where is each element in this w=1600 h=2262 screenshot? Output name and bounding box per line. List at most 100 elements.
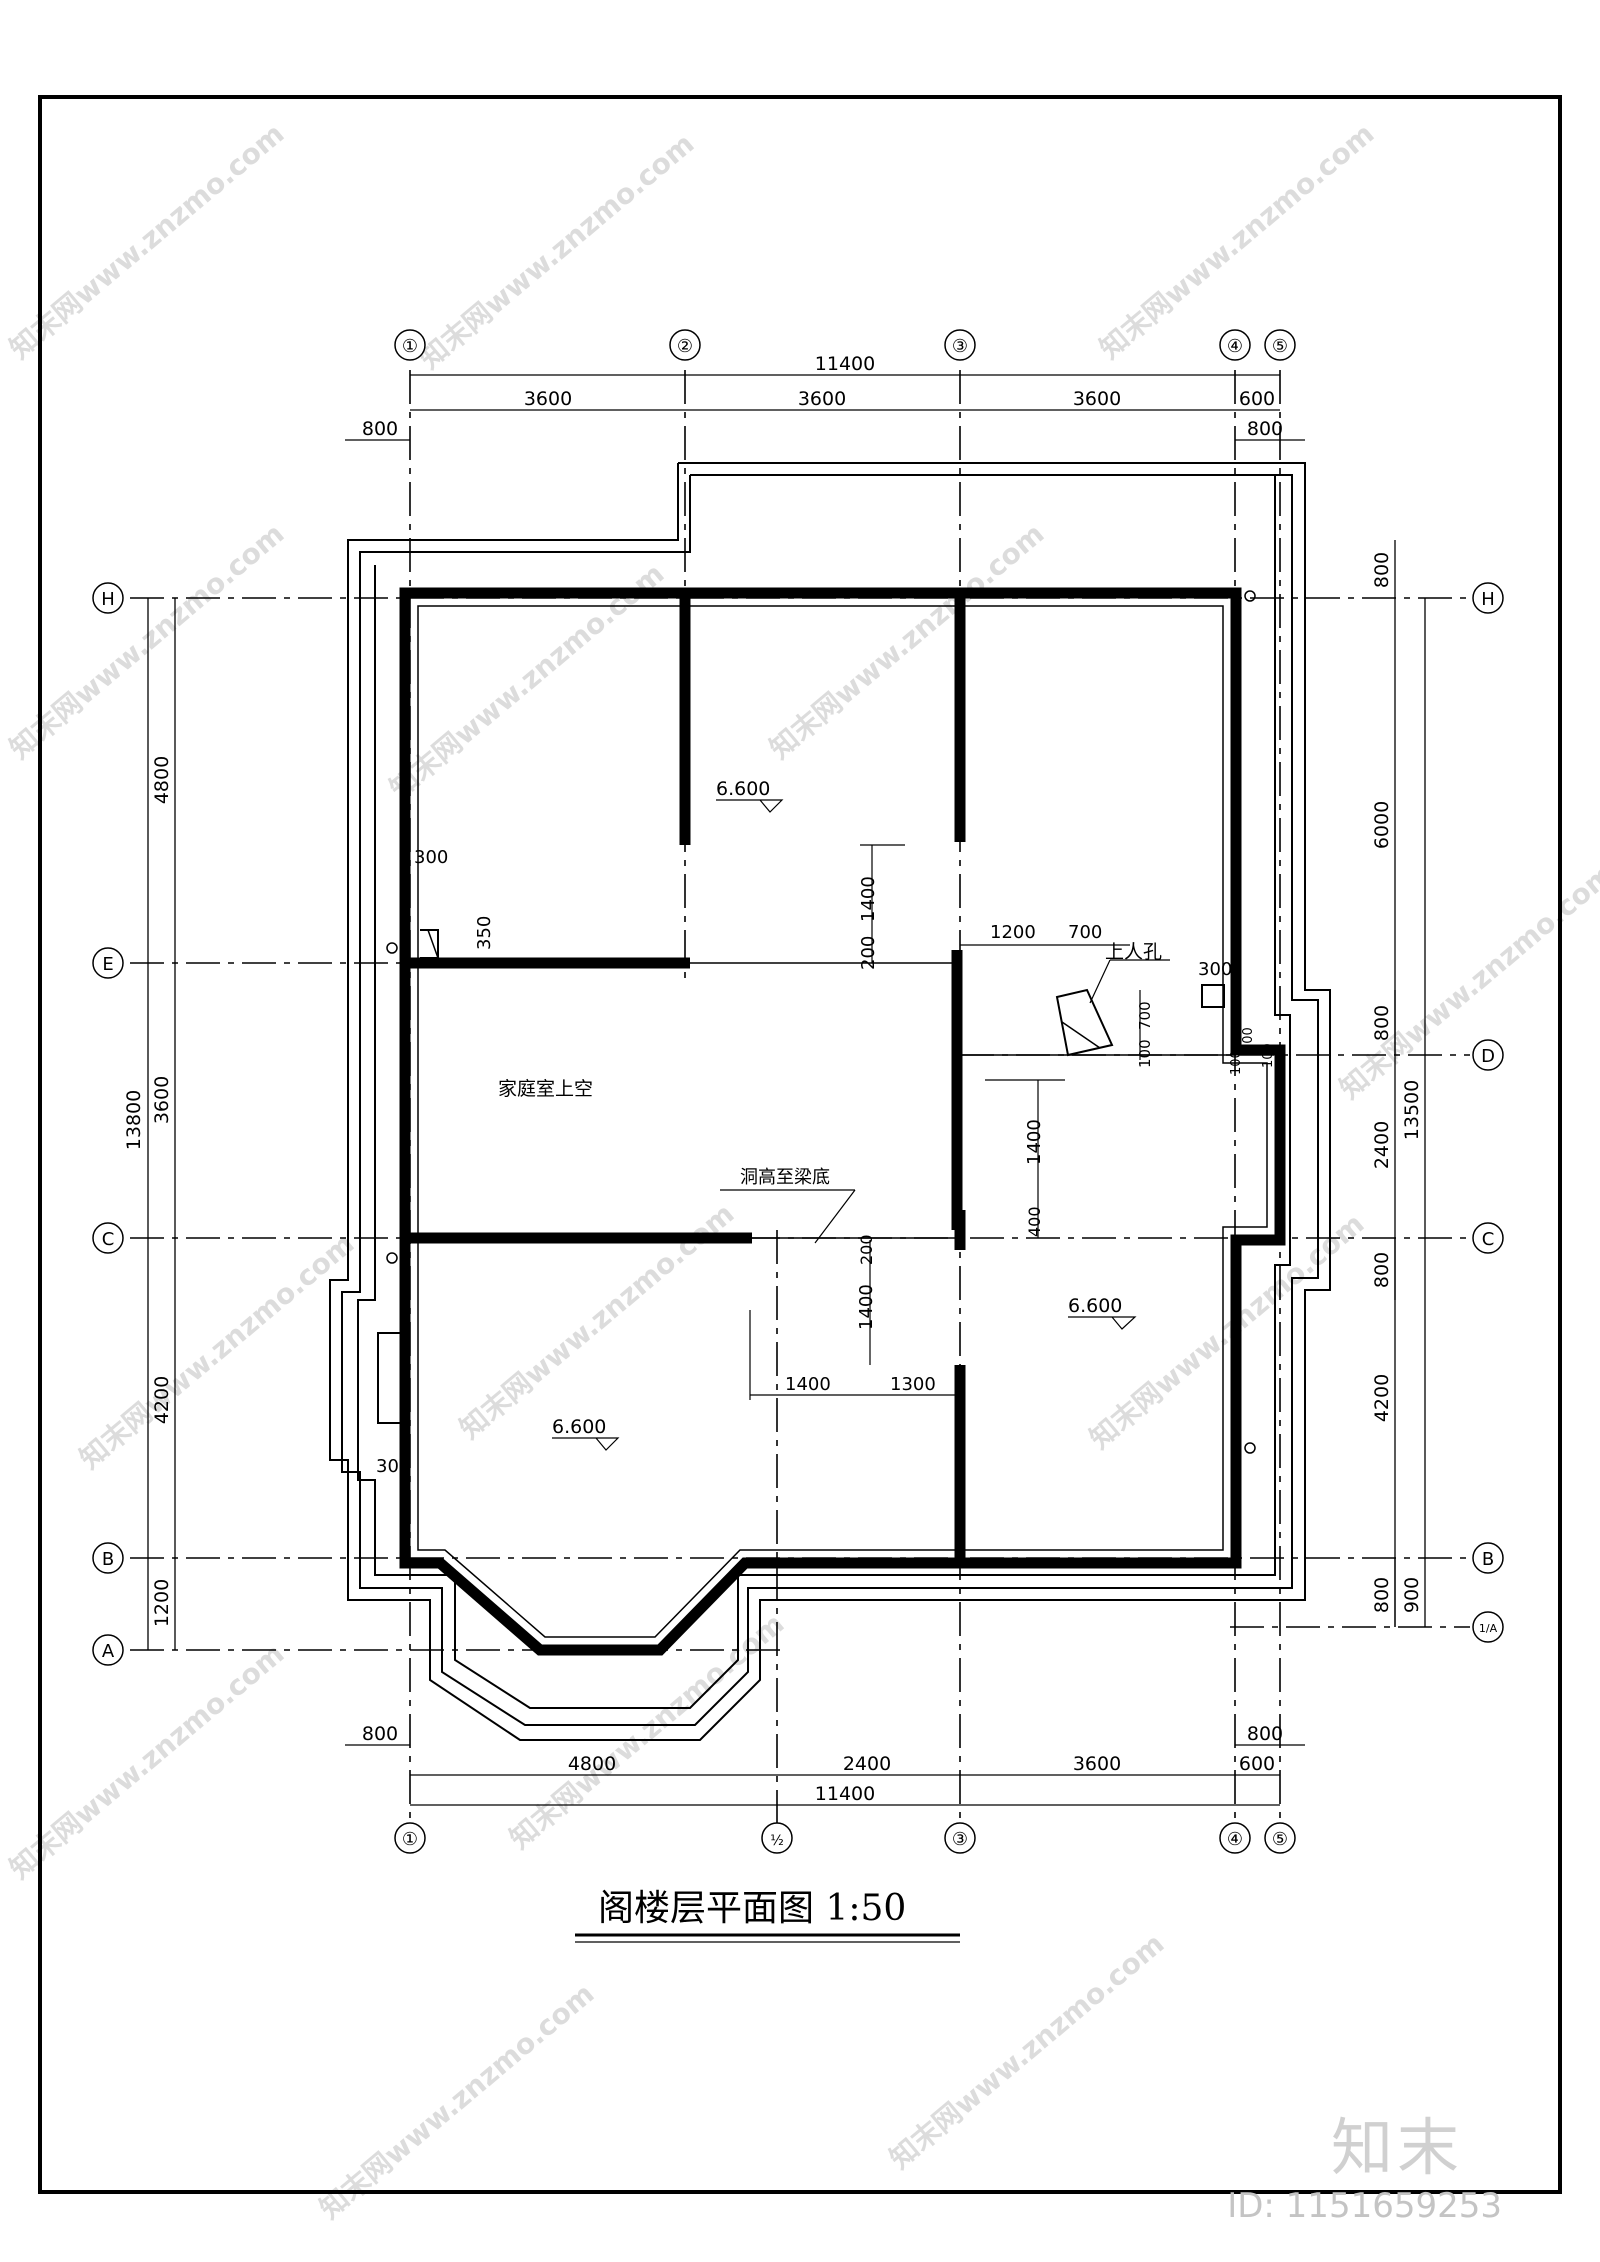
drawing-title-block: 阁楼层平面图 1:50	[575, 1888, 960, 1943]
interior-dim: 1400	[856, 1284, 877, 1330]
interior-dim: 200	[857, 1234, 876, 1265]
dim-left-bay: 4200	[151, 1376, 173, 1424]
dim-left-total: 13800	[123, 1090, 145, 1150]
dim-bottom-bay: 2400	[843, 1753, 891, 1775]
eave-outline	[329, 462, 1331, 1741]
elevation-label: 6.600	[552, 1416, 606, 1438]
dim-top-offset: 800	[362, 418, 398, 440]
interior-dim: 500	[1241, 1027, 1256, 1052]
dim-right-bay: 900	[1401, 1577, 1423, 1613]
interior-dim: 700	[1068, 922, 1102, 943]
watermark-text: 知末网www.znzmo.com	[883, 1927, 1170, 2175]
axis-label-bottom: ½	[770, 1833, 784, 1849]
dimension-texts: 11400 3600 3600 3600 600 800 800 800 800…	[123, 353, 1423, 1805]
interior-dim: 100	[1261, 1043, 1276, 1068]
elevation-label: 6.600	[716, 778, 770, 800]
dim-right-offset: 800	[1371, 1005, 1393, 1041]
dim-top-bay: 3600	[524, 388, 572, 410]
axis-label-left: E	[102, 954, 113, 975]
walls	[377, 587, 1286, 1656]
interior-dim: 1300	[890, 1374, 936, 1395]
watermark-text: 知末网www.znzmo.com	[763, 517, 1050, 765]
interior-dim: 700	[1136, 1001, 1154, 1030]
axis-label-top: ④	[1227, 336, 1243, 357]
axis-label-bottom: ⑤	[1272, 1829, 1288, 1850]
dim-right-bay: 6000	[1371, 801, 1393, 849]
attic-hatch	[1055, 959, 1170, 1057]
elevation-markers: 6.600 6.600 6.600	[552, 778, 1137, 1451]
interior-dim: 200	[858, 936, 879, 970]
dim-bottom-bay: 600	[1239, 1753, 1275, 1775]
axis-label-bottom: ④	[1227, 1829, 1243, 1850]
dim-bottom-bay: 4800	[568, 1753, 616, 1775]
interior-dim: 400	[1025, 1206, 1044, 1237]
watermark-text: 知末网www.znzmo.com	[313, 1977, 600, 2225]
axis-label-bottom: ①	[402, 1829, 418, 1850]
brand-logo: 知末	[1330, 2111, 1463, 2184]
dim-left-bay: 1200	[151, 1579, 173, 1627]
dim-right-offset: 800	[1371, 1252, 1393, 1288]
axis-label-top: ①	[402, 336, 418, 357]
axis-label-right: H	[1481, 589, 1495, 610]
watermark-text: 知末网www.znzmo.com	[3, 1637, 290, 1885]
watermark-text: 知末网www.znzmo.com	[1093, 117, 1380, 365]
dim-top-bay: 3600	[1073, 388, 1121, 410]
watermark-text: 知末网www.znzmo.com	[3, 517, 290, 765]
interior-dim: 300	[376, 1456, 410, 1477]
dim-bottom-bay: 3600	[1073, 1753, 1121, 1775]
dim-right-bay: 2400	[1371, 1121, 1393, 1169]
dim-right-offset: 800	[1371, 552, 1393, 588]
sheet-border	[38, 95, 1562, 2194]
axis-label-right: B	[1482, 1549, 1494, 1570]
dim-left-bay: 4800	[151, 756, 173, 804]
opening-label: 洞高至梁底	[740, 1167, 830, 1188]
axis-label-right: 1/A	[1479, 1622, 1498, 1635]
dim-right-bay: 4200	[1371, 1374, 1393, 1422]
axis-label-top: ②	[677, 336, 693, 357]
axis-label-top: ⑤	[1272, 336, 1288, 357]
axis-bubbles	[92, 329, 1504, 1854]
axis-label-right: C	[1482, 1229, 1495, 1250]
brand-mark: 知末 ID: 1151659253	[1227, 2111, 1502, 2227]
dimension-lines	[147, 374, 1426, 1806]
dim-bottom-total: 11400	[815, 1783, 875, 1805]
interior-dim: 1400	[785, 1374, 831, 1395]
dim-top-bay: 3600	[798, 388, 846, 410]
axis-label-right: D	[1481, 1046, 1495, 1067]
axis-label-left: B	[102, 1549, 114, 1570]
outer-wall-inner-line	[417, 605, 1268, 1638]
watermark-text: 知末网www.znzmo.com	[413, 127, 700, 375]
watermark-text: 知末网www.znzmo.com	[73, 1227, 360, 1475]
dim-bottom-offset: 800	[1247, 1723, 1283, 1745]
interior-dim: 1200	[990, 922, 1036, 943]
interior-dim: 100	[1229, 1050, 1244, 1075]
watermark-text: 知末网www.znzmo.com	[3, 117, 290, 365]
axis-label-left: A	[102, 1641, 115, 1662]
interior-dim: 300	[1198, 959, 1232, 980]
interior-dim-lines	[749, 844, 1141, 1400]
interior-dim: 350	[474, 916, 495, 950]
drawing-title: 阁楼层平面图 1:50	[598, 1888, 906, 1929]
void-label: 家庭室上空	[498, 1078, 593, 1100]
outer-wall	[399, 587, 1286, 1656]
axis-label-top: ③	[952, 336, 968, 357]
interior-dim: 1400	[1024, 1119, 1045, 1165]
axis-label-bottom: ③	[952, 1829, 968, 1850]
elevation-label: 6.600	[1068, 1295, 1122, 1317]
interior-dim: 100	[1136, 1039, 1154, 1068]
dim-right-total: 13500	[1401, 1080, 1423, 1140]
image-id: ID: 1151659253	[1227, 2186, 1502, 2226]
interior-dim-texts: 300 350 1400 200 1200 700 300 100 700 10…	[376, 847, 1276, 1477]
axis-label-left: C	[102, 1229, 115, 1250]
dim-top-bay: 600	[1239, 388, 1275, 410]
axis-label-left: H	[101, 589, 115, 610]
interior-dim: 300	[414, 847, 448, 868]
dim-bottom-offset: 800	[362, 1723, 398, 1745]
watermark-text: 知末网www.znzmo.com	[1083, 1207, 1370, 1455]
dim-right-offset: 800	[1371, 1577, 1393, 1613]
dim-top-offset: 800	[1247, 418, 1283, 440]
attic-hatch-label: 上人孔	[1105, 941, 1162, 963]
dim-left-bay: 3600	[151, 1076, 173, 1124]
axis-labels: ① ② ③ ④ ⑤ ① ½ ③ ④ ⑤ H E C B A H D C B 1/…	[101, 336, 1497, 1850]
